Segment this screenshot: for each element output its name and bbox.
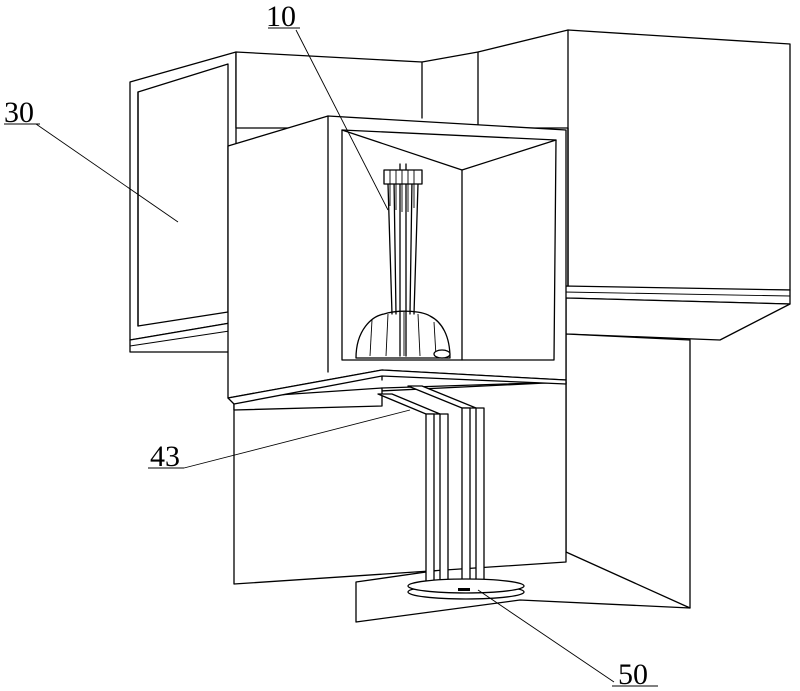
ref-label-10: 10 [266, 0, 296, 33]
base-plate-50 [407, 578, 525, 600]
leader-lines [4, 27, 658, 687]
device-10 [355, 163, 451, 359]
right-beam [563, 285, 791, 609]
front-chamber [227, 115, 567, 405]
ref-label-43: 43 [150, 440, 180, 473]
ref-label-30: 30 [4, 96, 34, 129]
ref-label-50: 50 [618, 658, 648, 691]
left-frame-30 [129, 51, 237, 353]
